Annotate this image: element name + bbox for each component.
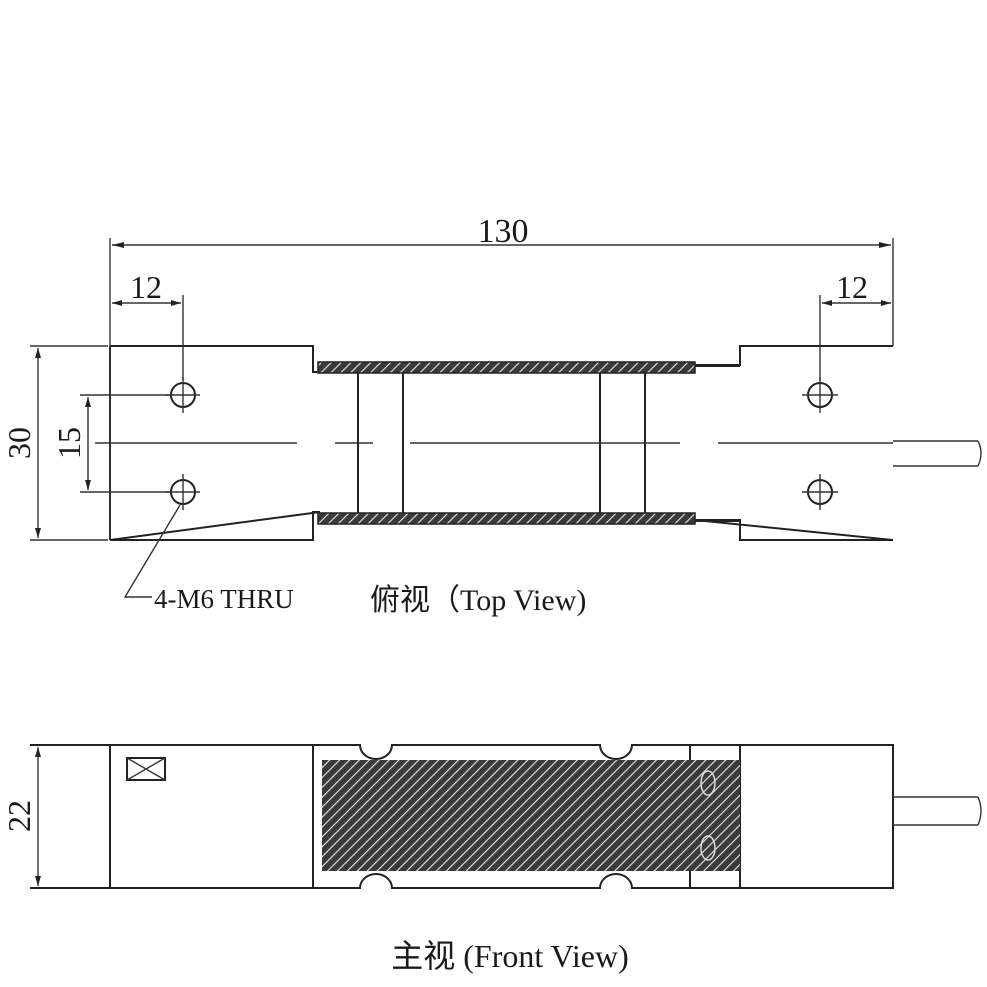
dim-height: 22 xyxy=(1,800,37,832)
dim-width: 30 xyxy=(1,427,37,459)
mounting-hole-icons xyxy=(165,377,838,510)
front-outline xyxy=(30,744,894,889)
strain-gauge-hatched-area xyxy=(322,760,740,871)
screw-icons xyxy=(700,770,716,861)
dim-overall-length: 130 xyxy=(478,213,529,250)
hole-icon xyxy=(165,377,200,413)
front-cable xyxy=(893,796,982,826)
hole-icon xyxy=(802,377,838,413)
marker-box-icon xyxy=(126,757,166,781)
hole-icon xyxy=(165,474,200,510)
left-block-outline xyxy=(109,345,321,541)
top-view: 130 12 12 30 15 4-M6 THRU 俯视（Top View) xyxy=(1,213,982,617)
dimension-lines xyxy=(30,238,894,598)
hole-icon xyxy=(802,474,838,510)
top-hatched-strip xyxy=(317,361,696,374)
front-view-caption: 主视 (Front View) xyxy=(391,938,628,974)
dim-hole-spacing: 15 xyxy=(51,427,87,459)
cable xyxy=(893,440,982,467)
dim-right-hole-offset: 12 xyxy=(836,269,868,305)
hole-callout: 4-M6 THRU xyxy=(154,584,294,614)
top-view-caption: 俯视（Top View) xyxy=(370,584,586,617)
front-view: 22 主视 (Front View) xyxy=(1,744,982,974)
bottom-hatched-strip xyxy=(317,512,696,525)
dim-left-hole-offset: 12 xyxy=(130,269,162,305)
